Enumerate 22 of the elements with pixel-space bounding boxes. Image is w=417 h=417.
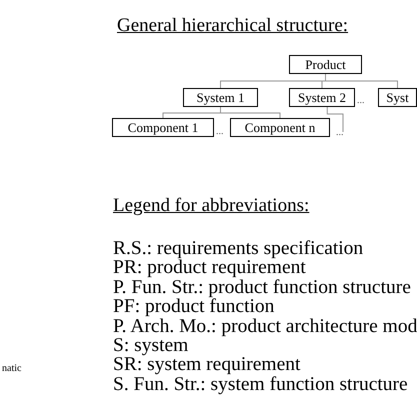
abbreviation-entry: PR: product requirement [113,258,306,278]
abbreviation-entry: R.S.: requirements specification [113,239,364,258]
abbreviation-entry: S: system [113,336,188,356]
hierarchy-box: Component 1 [112,118,214,137]
abbreviation-entry: SR: system requirement [113,355,300,375]
abbreviation-entry: P. Fun. Str.: product function structure [113,278,411,298]
connector-line [326,106,344,132]
hierarchy-box: Syst [378,88,417,107]
partial-caption: natic [2,364,22,374]
ellipsis: ... [336,132,344,138]
abbreviation-entry: PF: product function [113,297,274,317]
title: General hierarchical structure: [117,16,348,35]
ellipsis: ... [357,96,364,106]
ellipsis: ... [216,127,224,137]
abbreviation-entry: P. Arch. Mo.: product architecture mod [113,316,417,336]
hierarchy-box: System 2 [289,88,355,107]
legend-heading: Legend for abbreviations: [113,196,310,215]
connector-line [220,106,280,118]
hierarchy-box: Product [289,55,362,74]
abbreviation-entry: S. Fun. Str.: system function structure [113,374,408,394]
hierarchy-box: Component n [230,118,330,137]
hierarchy-box: System 1 [183,88,258,107]
